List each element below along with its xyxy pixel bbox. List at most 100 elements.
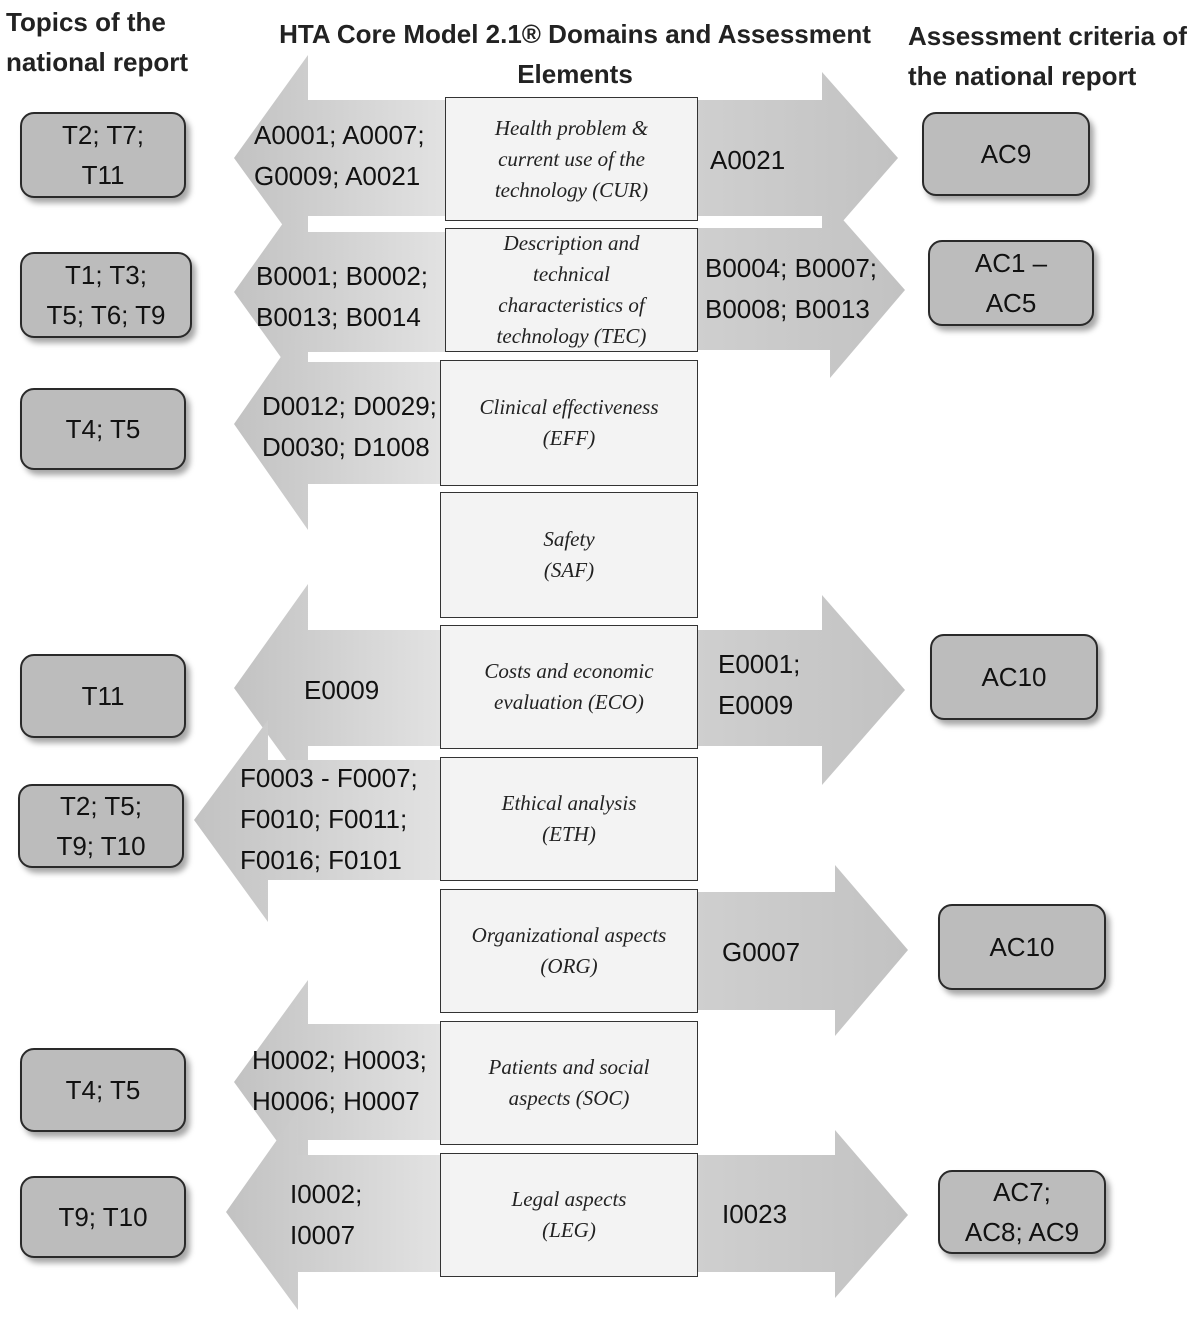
- code-line: D0012; D0029;: [262, 391, 437, 421]
- arrow-right-org: [698, 865, 908, 1036]
- arrow-left-cur: [234, 55, 445, 260]
- topic-line: T11: [81, 160, 125, 190]
- code-line: B0013; B0014: [256, 302, 421, 332]
- domain-line: aspects (SOC): [508, 1086, 630, 1110]
- header-criteria: Assessment criteria of the national repo…: [908, 16, 1200, 96]
- header-criteria-line-1: Assessment criteria of: [908, 21, 1187, 51]
- domain-box-eff: Clinical effectiveness (EFF): [440, 360, 698, 486]
- topic-box: T2; T5; T9; T10: [18, 784, 184, 868]
- topic-line: T1; T3;: [65, 260, 147, 290]
- topic-line: T4; T5: [65, 1075, 141, 1105]
- domain-line: Health problem &: [494, 115, 649, 140]
- header-criteria-line-2: the national report: [908, 61, 1137, 91]
- domain-line: characteristics of: [498, 293, 645, 317]
- topic-line: T2; T5;: [60, 791, 142, 821]
- domain-line: (ETH): [542, 822, 596, 846]
- domain-line: technical: [533, 262, 610, 286]
- domain-box-eco: Costs and economic evaluation (ECO): [440, 625, 698, 749]
- criteria-box: AC9: [922, 112, 1090, 196]
- code-line: I0023: [722, 1199, 788, 1229]
- domain-line: evaluation (ECO): [494, 690, 644, 714]
- topic-box: T9; T10: [20, 1176, 186, 1258]
- right-codes-tec: B0004; B0007; B0008; B0013: [705, 248, 877, 330]
- code-line: B0001; B0002;: [256, 261, 429, 291]
- code-line: E0009: [718, 690, 794, 720]
- domain-box-leg: Legal aspects (LEG): [440, 1153, 698, 1277]
- code-line: E0001;: [718, 649, 801, 679]
- code-line: A0021: [710, 145, 786, 175]
- left-codes-soc: H0002; H0003; H0006; H0007: [252, 1040, 427, 1122]
- header-topics-line-2: national report: [6, 47, 189, 77]
- code-line: E0009: [304, 675, 380, 705]
- arrow-right-cur: [698, 72, 898, 245]
- code-line: H0006; H0007: [252, 1086, 420, 1116]
- domain-box-soc: Patients and social aspects (SOC): [440, 1021, 698, 1145]
- domain-line: (SAF): [543, 558, 595, 582]
- arrow-right-leg: [698, 1130, 908, 1298]
- domain-line: technology (CUR): [494, 177, 649, 202]
- domain-line: (LEG): [542, 1218, 596, 1242]
- topic-box: T4; T5: [20, 1048, 186, 1132]
- domain-line: (EFF): [542, 426, 596, 450]
- topic-line: T5; T6; T9: [46, 300, 166, 330]
- topic-line: T9; T10: [58, 1202, 148, 1232]
- arrow-right-eco: [698, 595, 905, 785]
- domain-line: Description and: [503, 231, 640, 255]
- left-codes-eth: F0003 - F0007; F0010; F0011; F0016; F010…: [240, 758, 418, 881]
- arrow-left-leg: [226, 1110, 440, 1310]
- criteria-line: AC10: [989, 932, 1055, 962]
- domain-box-tec: Description and technical characteristic…: [445, 228, 698, 352]
- header-domains-line-1: HTA Core Model 2.1® Domains and Assessme…: [279, 19, 871, 49]
- arrow-right-tec: [698, 205, 905, 378]
- domain-box-org: Organizational aspects (ORG): [440, 889, 698, 1013]
- header-domains-line-2: Elements: [517, 59, 633, 89]
- topic-line: T4; T5: [65, 414, 141, 444]
- domain-line: Costs and economic: [484, 659, 654, 683]
- domain-box-saf: Safety (SAF): [440, 492, 698, 618]
- arrow-left-eff: [234, 318, 440, 530]
- code-line: B0008; B0013: [705, 294, 870, 324]
- criteria-line: AC1 –: [974, 248, 1048, 278]
- arrow-left-eth: [194, 720, 440, 922]
- criteria-box: AC10: [938, 904, 1106, 990]
- header-topics-line-1: Topics of the: [6, 7, 166, 37]
- left-codes-tec: B0001; B0002; B0013; B0014: [256, 256, 428, 338]
- left-codes-eco: E0009: [304, 670, 379, 711]
- code-line: F0010; F0011;: [240, 804, 408, 834]
- domain-line: Clinical effectiveness: [479, 395, 659, 419]
- code-line: A0001; A0007;: [254, 120, 425, 150]
- right-codes-org: G0007: [722, 932, 800, 973]
- domain-line: Patients and social: [488, 1055, 650, 1079]
- code-line: G0009; A0021: [254, 161, 421, 191]
- topic-line: T9; T10: [56, 831, 146, 861]
- right-codes-leg: I0023: [722, 1194, 787, 1235]
- criteria-line: AC9: [980, 139, 1032, 169]
- arrow-left-tec: [234, 188, 445, 395]
- code-line: B0004; B0007;: [705, 253, 878, 283]
- code-line: I0007: [290, 1220, 356, 1250]
- arrow-left-eco: [234, 584, 440, 790]
- criteria-line: AC7;: [993, 1177, 1051, 1207]
- criteria-box: AC7; AC8; AC9: [938, 1170, 1106, 1254]
- topic-box: T11: [20, 654, 186, 738]
- domain-line: current use of the: [498, 146, 645, 171]
- topic-box: T1; T3; T5; T6; T9: [20, 252, 192, 338]
- code-line: F0016; F0101: [240, 845, 402, 875]
- domain-line: Ethical analysis: [501, 791, 637, 815]
- left-codes-eff: D0012; D0029; D0030; D1008: [262, 386, 437, 468]
- domain-line: Legal aspects: [511, 1187, 627, 1211]
- right-codes-cur: A0021: [710, 140, 785, 181]
- header-domains: HTA Core Model 2.1® Domains and Assessme…: [270, 14, 880, 94]
- right-codes-eco: E0001; E0009: [718, 644, 800, 726]
- left-codes-cur: A0001; A0007; G0009; A0021: [254, 115, 425, 197]
- domain-line: technology (TEC): [496, 324, 647, 348]
- criteria-line: AC5: [985, 288, 1037, 318]
- topic-line: T2; T7;: [62, 120, 144, 150]
- domain-box-cur: Health problem & current use of the tech…: [445, 97, 698, 221]
- domain-box-eth: Ethical analysis (ETH): [440, 757, 698, 881]
- topic-line: T11: [81, 681, 125, 711]
- domain-line: (ORG): [540, 954, 598, 978]
- topic-box: T4; T5: [20, 388, 186, 470]
- code-line: G0007: [722, 937, 801, 967]
